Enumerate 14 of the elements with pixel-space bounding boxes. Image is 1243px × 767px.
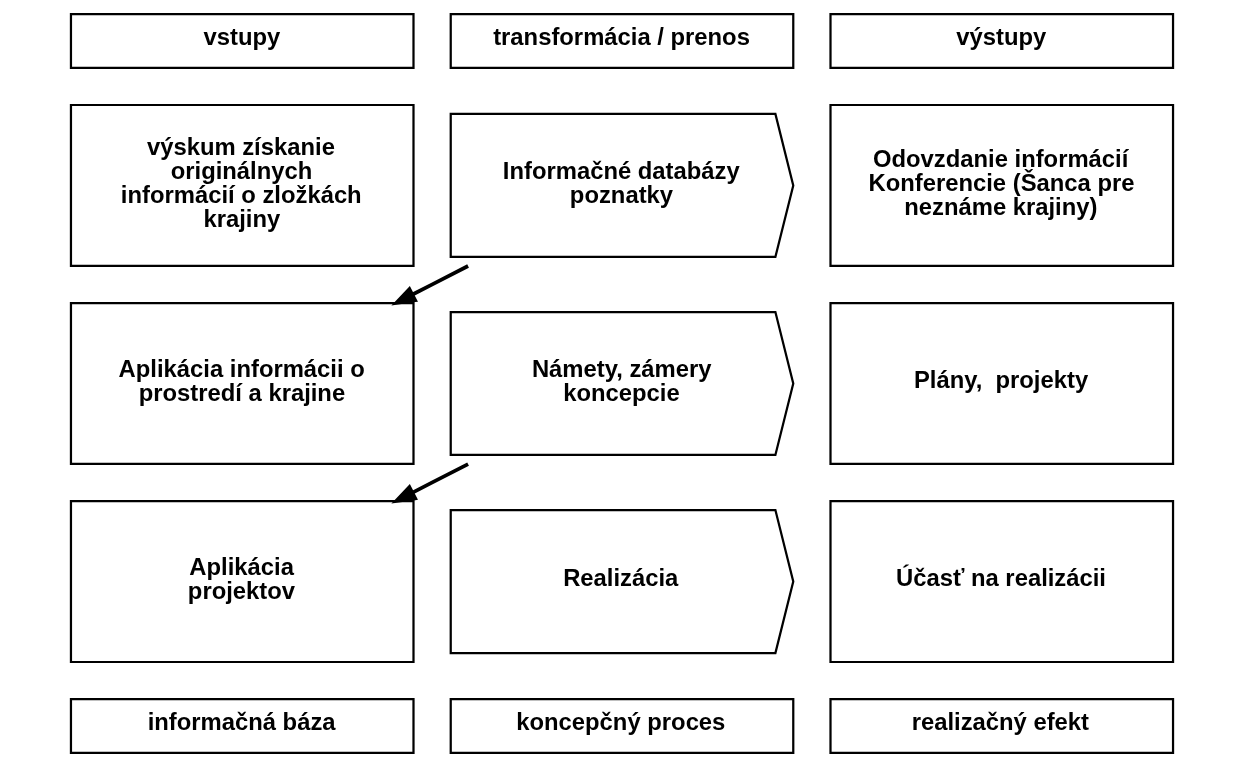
node-box: Aplikácia projektov [69,500,415,664]
node-box: výstupy [828,13,1174,69]
node-box: Odovzdanie informácií Konferencie (Šanca pre neznáme krajiny) [828,103,1174,267]
node-box: Účasť na realizácii [828,500,1174,664]
node-box: transformácia / prenos [449,13,794,69]
arrow [390,462,469,504]
node-box: Aplikácia informácii o prostredí a krajine [69,301,415,466]
node-box: informačná báza [69,698,415,754]
node-box: koncepčný proces [449,698,794,754]
node-box: realizačný efekt [828,698,1174,754]
node-box: výskum získanie originálnych informácií o zložkách krajiny [69,103,415,267]
node-box: vstupy [69,13,415,69]
node-box: Plány, projekty [828,301,1174,466]
arrow [390,264,469,306]
